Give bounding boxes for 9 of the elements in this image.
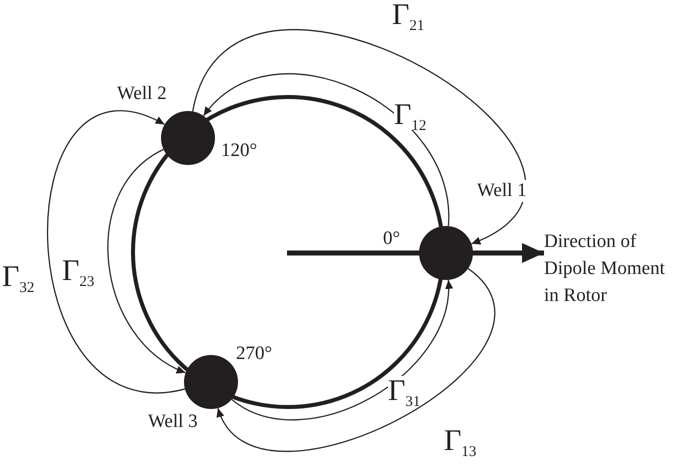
well-label: Well 1	[477, 180, 527, 202]
transition-arrow	[192, 30, 526, 244]
direction-label: Direction of Dipole Moment in Rotor	[544, 230, 666, 308]
transition-arrow	[231, 280, 452, 420]
transition-arrow	[108, 148, 186, 374]
transition-arrow	[203, 74, 449, 226]
transition-arrow	[217, 268, 495, 452]
edge-label: Γ$_{31}$	[388, 376, 420, 406]
transition-arrow	[47, 111, 185, 392]
